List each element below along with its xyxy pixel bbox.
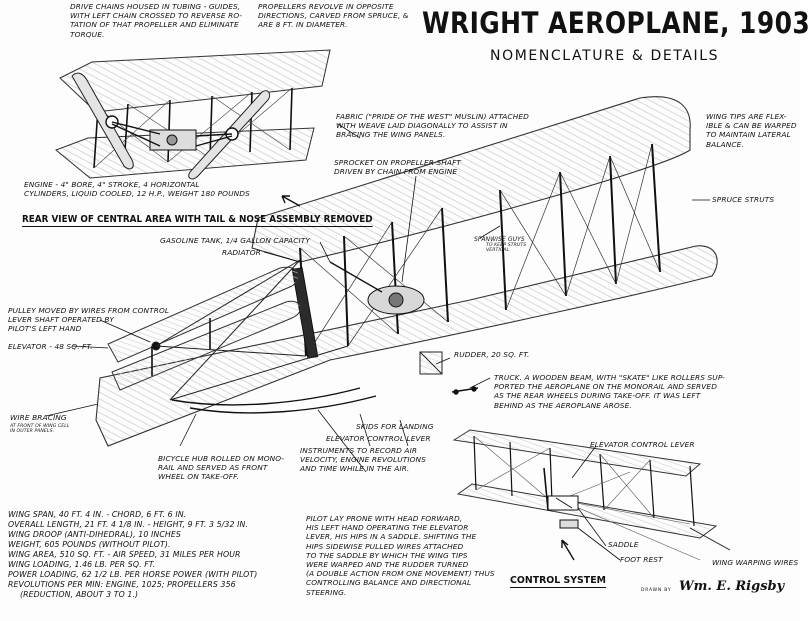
spanwise-guys-label: SPANWISE GUYS <box>474 236 525 243</box>
spec-line: WING SPAN, 40 FT. 4 IN. - CHORD, 6 FT. 6… <box>8 510 187 519</box>
spanwise-guys-note: TO KEEP STRUTS VERTICAL <box>486 243 527 254</box>
main-rudder <box>419 351 443 375</box>
page-subtitle: NOMENCLATURE & DETAILS <box>490 48 720 64</box>
main-aeroplane-drawing <box>45 96 718 473</box>
gasoline-tank-label: GASOLINE TANK, 1/4 GALLON CAPACITY <box>160 236 310 245</box>
instruments-label: INSTRUMENTS TO RECORD AIR VELOCITY, ENGI… <box>300 446 426 474</box>
spec-line: POWER LOADING, 62 1/2 LB. PER HORSE POWE… <box>8 570 258 579</box>
main-skids <box>171 387 377 414</box>
control-elevator-lever-label: ELEVATOR CONTROL LEVER <box>590 440 695 449</box>
control-leader-lines <box>571 445 731 561</box>
rear-view-drawing <box>55 49 331 180</box>
control-struts <box>473 435 695 527</box>
rear-view-pointer-arrow <box>281 195 301 207</box>
elevator-label: ELEVATOR - 48 SQ. FT. <box>8 342 93 351</box>
wire-bracing-note: AT FRONT OF WING CELL IN OUTER PANELS. <box>10 424 70 435</box>
control-saddle <box>543 467 579 529</box>
wire-bracing-label: WIRE BRACING <box>10 413 67 422</box>
rear-view-caption: REAR VIEW OF CENTRAL AREA WITH TAIL & NO… <box>22 214 373 227</box>
main-outriggers <box>155 259 349 401</box>
control-wires <box>473 435 701 561</box>
page-title: WRIGHT AEROPLANE, 1903 <box>422 6 810 40</box>
control-upper-wing <box>452 429 702 477</box>
elevator-control-lever-label: ELEVATOR CONTROL LEVER <box>326 434 431 443</box>
main-engine-assembly <box>291 261 425 359</box>
spruce-struts-label: SPRUCE STRUTS <box>712 195 775 204</box>
radiator-label: RADIATOR <box>222 248 261 257</box>
spec-line: (REDUCTION, ABOUT 3 TO 1.) <box>20 590 139 599</box>
bicycle-hub-label: BICYCLE HUB ROLLED ON MONO- RAIL AND SER… <box>158 454 284 482</box>
main-lower-wing <box>95 245 718 447</box>
wing-warping-wires-label: WING WARPING WIRES <box>712 558 799 567</box>
pulley-label: PULLEY MOVED BY WIRES FROM CONTROL LEVER… <box>8 306 170 334</box>
sprocket-label: SPROCKET ON PROPELLER SHAFT DRIVEN BY CH… <box>334 158 462 177</box>
foot-rest-label: FOOT REST <box>620 555 663 564</box>
control-lower-wing <box>456 483 718 539</box>
control-pointer-arrow <box>561 539 575 561</box>
engine-label: ENGINE - 4" BORE, 4" STROKE, 4 HORIZONTA… <box>24 180 250 199</box>
wing-tips-label: WING TIPS ARE FLEX- IBLE & CAN BE WARPED… <box>706 112 797 149</box>
saddle-label: SADDLE <box>608 540 639 549</box>
spec-line: WEIGHT, 605 POUNDS (WITHOUT PILOT). <box>8 540 171 549</box>
fabric-label: FABRIC ("PRIDE OF THE WEST" MUSLIN) ATTA… <box>336 112 529 140</box>
main-truck <box>451 386 479 395</box>
spec-line: WING LOADING, 1.46 LB. PER SQ. FT. <box>8 560 156 569</box>
rear-view-upper-wing <box>59 49 331 113</box>
drive-chains-label: DRIVE CHAINS HOUSED IN TUBING - GUIDES, … <box>70 2 243 39</box>
leader-lines <box>45 123 710 473</box>
control-system-drawing <box>452 429 731 561</box>
main-bracing-wires <box>299 143 661 357</box>
skids-label: SKIDS FOR LANDING <box>356 422 434 431</box>
main-elevator <box>107 266 301 391</box>
credit-prefix: DRAWN BY <box>641 588 672 593</box>
rear-view-engine <box>111 121 233 151</box>
artist-signature: Wm. E. Rigsby <box>679 579 785 594</box>
main-upper-wing <box>251 96 691 263</box>
spec-line: WING DROOP (ANTI-DIHEDRAL), 10 INCHES <box>8 530 181 539</box>
spec-line: OVERALL LENGTH, 21 FT. 4 1/8 IN. - HEIGH… <box>8 520 249 529</box>
spec-line: REVOLUTIONS PER MIN: ENGINE, 1025; PROPE… <box>8 580 236 589</box>
control-system-caption: CONTROL SYSTEM <box>510 575 606 588</box>
truck-label: TRUCK. A WOODEN BEAM, WITH "SKATE" LIKE … <box>494 373 725 410</box>
spec-line: WING AREA, 510 SQ. FT. - AIR SPEED, 31 M… <box>8 550 241 559</box>
pilot-label: PILOT LAY PRONE WITH HEAD FORWARD, HIS L… <box>306 514 495 597</box>
rudder-label: RUDDER, 20 SQ. FT. <box>454 350 530 359</box>
propellers-label: PROPELLERS REVOLVE IN OPPOSITE DIRECTION… <box>258 2 409 30</box>
